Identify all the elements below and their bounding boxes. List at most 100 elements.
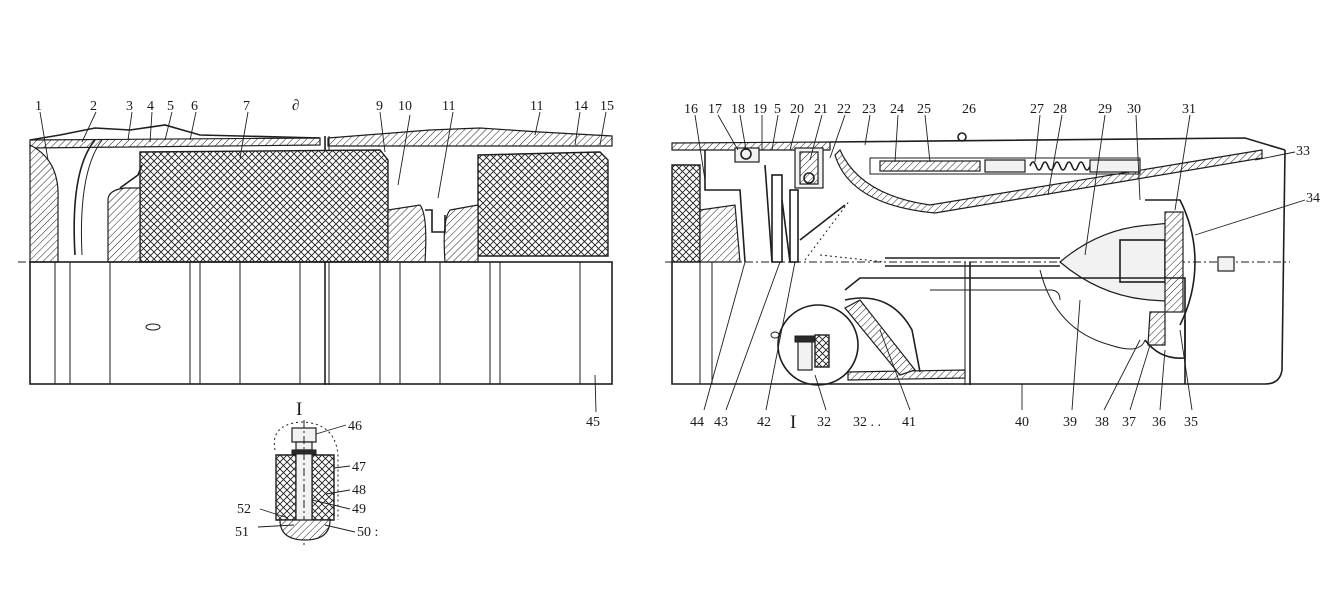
- label-16: 16: [684, 102, 698, 117]
- detail-nut-small: [794, 335, 816, 343]
- right-half-housing: [327, 127, 613, 147]
- lower-casing: [671, 262, 1195, 385]
- label-21: 21: [814, 102, 828, 117]
- label-11b: 11: [530, 99, 543, 114]
- label-31: 31: [1182, 102, 1196, 117]
- right-section: 16 17 18 19 5 20 21 22 23 24 25 26 27 28…: [665, 102, 1320, 433]
- label-6: 6: [191, 99, 198, 114]
- detail-base: [279, 519, 331, 541]
- label-39: 39: [1063, 415, 1077, 430]
- label-22: 22: [837, 102, 851, 117]
- bolt-26: [957, 132, 967, 142]
- left-end-coil: [107, 187, 141, 263]
- label-20: 20: [790, 102, 804, 117]
- label-10: 10: [398, 99, 412, 114]
- detail-arch: [844, 297, 921, 373]
- spring-end: [1089, 159, 1141, 173]
- label-4: 4: [147, 99, 154, 114]
- stator-winding-left: [139, 149, 389, 263]
- right-leaders: [694, 114, 1306, 256]
- label-27: 27: [1030, 102, 1044, 117]
- bell-cover: [1145, 199, 1196, 326]
- label-32a: 32: [817, 415, 831, 430]
- label-23: 23: [862, 102, 876, 117]
- detail-body-small: [814, 334, 830, 368]
- label-2: 2: [90, 99, 97, 114]
- linkage-rods: [764, 164, 846, 263]
- label-25: 25: [917, 102, 931, 117]
- label-36: 36: [1152, 415, 1166, 430]
- detail-bolt-small: [797, 339, 813, 371]
- outer-curve: [1039, 269, 1146, 350]
- fan-guard: [73, 139, 96, 256]
- label-35: 35: [1184, 415, 1198, 430]
- spring-rod: [879, 160, 981, 172]
- linkage-dotted: [804, 199, 886, 263]
- stator-winding-right: [477, 151, 609, 257]
- fan-guard-2: [80, 139, 103, 256]
- right-rotor-mark: [770, 331, 780, 339]
- left-leaders: [39, 111, 607, 413]
- bracket-17: [734, 147, 760, 163]
- right-labels-top: 16 17 18 19 5 20 21 22 23 24 25 26 27 28…: [684, 102, 1320, 206]
- lower-casing-curve: [844, 277, 1186, 384]
- label-7: 7: [243, 99, 250, 114]
- hatched-plate: [847, 369, 966, 381]
- label-49: 49: [352, 502, 366, 517]
- right-end-coil: [699, 204, 741, 263]
- bracket-21: [799, 151, 819, 185]
- detail-body-right: [311, 454, 335, 521]
- label-detail-roman: I: [296, 399, 302, 420]
- detail-i: I 46 47 48 49 50 : 51 52: [235, 399, 378, 545]
- label-38: 38: [1095, 415, 1109, 430]
- label-30: 30: [1127, 102, 1141, 117]
- right-bottom-leaders: [703, 261, 1193, 411]
- label-46: 46: [348, 419, 362, 434]
- label-29: 29: [1098, 102, 1112, 117]
- label-d: ∂: [292, 98, 299, 114]
- label-17: 17: [708, 102, 722, 117]
- label-32b: 32 . .: [853, 415, 881, 430]
- detail-labels: 46 47 48 49 50 : 51 52: [235, 419, 378, 540]
- mid-end-coil: [387, 204, 427, 263]
- label-43: 43: [714, 415, 728, 430]
- label-18: 18: [731, 102, 745, 117]
- rotor-body: [29, 261, 613, 385]
- right-stator-stub: [671, 164, 701, 263]
- label-52: 52: [237, 502, 251, 517]
- label-15: 15: [600, 99, 614, 114]
- label-47: 47: [352, 460, 366, 475]
- small-part-33: [1217, 256, 1235, 272]
- central-rod: [885, 257, 1060, 267]
- right-labels-bottom: 44 43 42 I 32 32 . . 41 40 39 38 37 36 3…: [690, 412, 1198, 433]
- label-26: 26: [962, 102, 976, 117]
- right-outer-body: [1195, 149, 1286, 385]
- label-42: 42: [757, 415, 771, 430]
- label-40: 40: [1015, 415, 1029, 430]
- vertical-plate-2: [789, 189, 799, 263]
- label-48: 48: [352, 483, 366, 498]
- label-11a: 11: [442, 99, 455, 114]
- label-33: 33: [1296, 144, 1310, 159]
- label-51: 51: [235, 525, 249, 540]
- label-28: 28: [1053, 102, 1067, 117]
- label-34: 34: [1306, 191, 1320, 206]
- left-housing-inner: [29, 137, 321, 149]
- label-37: 37: [1122, 415, 1136, 430]
- label-detail-roman-right: I: [790, 412, 796, 433]
- label-9: 9: [376, 99, 383, 114]
- label-1: 1: [35, 99, 42, 114]
- spring-coil: [1029, 161, 1091, 171]
- left-end-bracket: [119, 164, 143, 189]
- flywheel: [1147, 311, 1166, 346]
- end-ring: [29, 144, 59, 263]
- cone-housing-inner: [834, 148, 1263, 214]
- detail-leaders: [257, 424, 356, 533]
- label-5b: 5: [774, 102, 781, 117]
- detail-arch-hatch: [844, 299, 916, 376]
- label-41: 41: [902, 415, 916, 430]
- label-3: 3: [126, 99, 133, 114]
- label-44: 44: [690, 415, 704, 430]
